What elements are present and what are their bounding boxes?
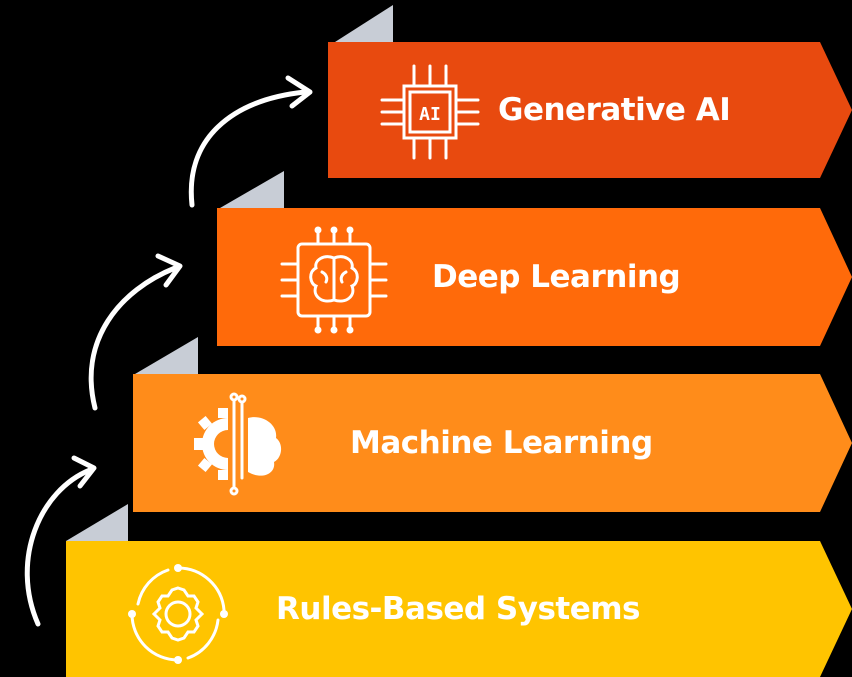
gear-brain-circuit-icon: [194, 392, 282, 496]
progress-arrow-3: [188, 89, 308, 208]
progress-arrow-2-head: [155, 253, 183, 288]
label-rules-based-systems: Rules-Based Systems: [276, 591, 641, 627]
ai-chip-text: AI: [419, 104, 441, 125]
progress-arrow-3-head: [285, 75, 313, 109]
fold-tab-generative: [335, 5, 393, 42]
progress-arrow-1: [24, 467, 93, 627]
label-machine-learning: Machine Learning: [350, 425, 653, 461]
banner-deep-learning: [217, 208, 852, 346]
gear-cycle-icon: [128, 564, 228, 664]
ai-chip-icon: AI: [380, 64, 480, 160]
banner-machine-learning: [133, 374, 852, 512]
banner-generative-ai: [328, 42, 852, 178]
progress-arrow-1-head: [71, 455, 97, 489]
banner-rules-based: [66, 541, 852, 677]
fold-tab-machine: [135, 337, 198, 374]
label-generative-ai: Generative AI: [498, 92, 731, 128]
progress-arrow-2: [88, 265, 178, 411]
fold-tab-rules: [66, 504, 128, 541]
brain-chip-icon: [280, 226, 388, 334]
fold-tab-deep: [220, 171, 284, 208]
label-deep-learning: Deep Learning: [432, 259, 681, 295]
